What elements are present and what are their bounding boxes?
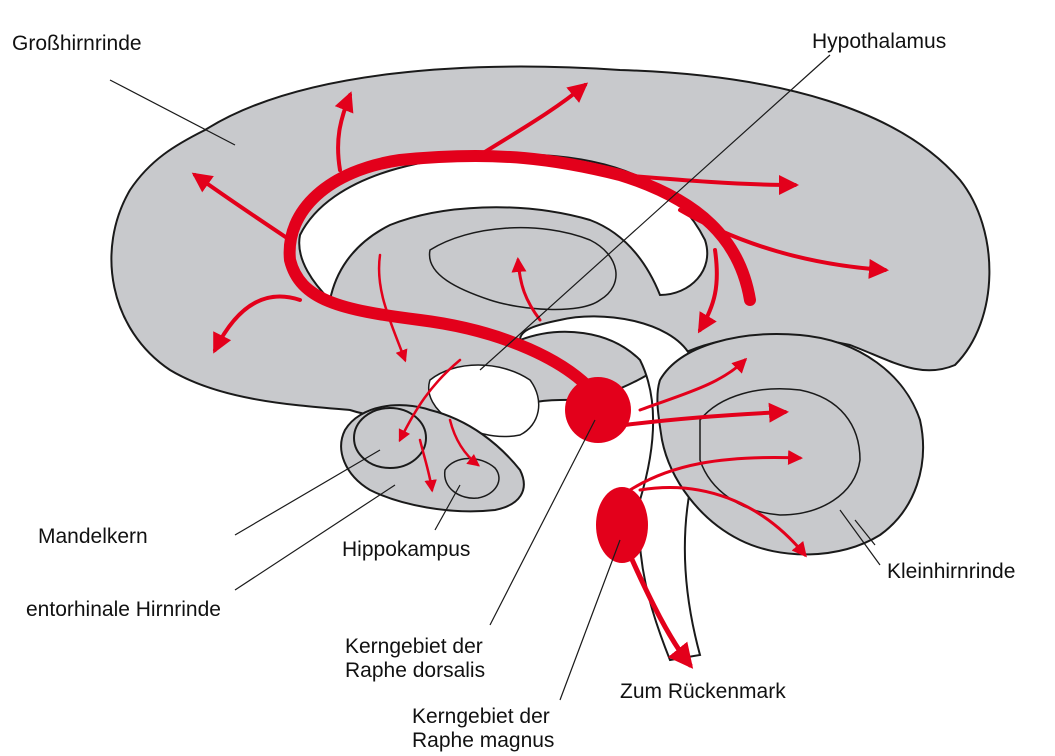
cerebellum [657,334,923,554]
label-cerebral-cortex: Großhirnrinde [12,32,142,56]
label-raphe-magnus: Kerngebiet der Raphe magnus [412,705,554,753]
leader-amygdala [235,450,380,535]
label-cerebellar-cortex: Kleinhirnrinde [887,560,1015,584]
label-raphe-magnus-line1: Kerngebiet der [412,705,554,729]
label-hypothalamus: Hypothalamus [812,30,946,54]
label-raphe-dorsalis: Kerngebiet der Raphe dorsalis [345,635,485,683]
label-raphe-dorsalis-line1: Kerngebiet der [345,635,485,659]
leader-raphe-magnus [560,540,620,700]
label-raphe-dorsalis-line2: Raphe dorsalis [345,659,485,683]
label-entorhinal-cortex: entorhinale Hirnrinde [26,598,221,622]
label-raphe-magnus-line2: Raphe magnus [412,729,554,753]
raphe-dorsalis-nucleus [565,377,631,443]
leader-raphe-dorsalis [490,420,595,625]
label-spinal-cord: Zum Rückenmark [620,680,786,704]
label-hippocampus: Hippokampus [342,538,470,562]
label-amygdala: Mandelkern [38,525,148,549]
leader-cerebral [110,80,235,145]
raphe-magnus-nucleus [596,487,648,563]
